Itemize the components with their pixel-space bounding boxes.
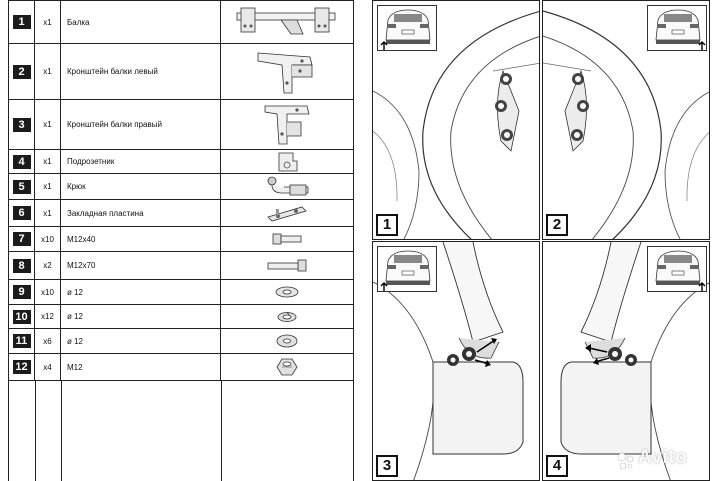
step-panel-3: 3 [372,241,540,481]
part-number: 7 [12,232,31,246]
part-name: Кронштейн балки правый [61,100,221,149]
right-bracket-icon [264,105,310,144]
part-number: 6 [12,206,31,220]
part-name: Кронштейн балки левый [61,44,221,99]
parts-row: 7 x10 M12x40 [9,227,353,252]
part-number: 1 [12,15,31,29]
part-quantity: x1 [35,200,61,226]
table-empty-area [9,381,353,481]
part-number: 3 [12,117,31,132]
parts-row: 2 x1 Кронштейн балки левый [9,44,353,100]
part-number: 2 [12,64,31,79]
step-mudflap-left-icon [373,242,524,480]
part-name: Балка [61,1,221,43]
spring-washer-icon [277,311,297,322]
parts-row: 1 x1 Балка [9,0,353,44]
part-number: 8 [12,258,31,273]
part-quantity: x10 [35,280,61,304]
part-quantity: x2 [35,252,61,279]
step-mudflap-right-icon [560,242,709,480]
step-number: 3 [376,455,398,477]
car-rear-thumbnail [377,5,437,51]
tow-ball-hook-icon [267,176,309,195]
part-quantity: x1 [35,44,61,99]
part-name: Подрозетник [61,150,221,173]
avito-watermark: Avito [638,447,688,468]
part-name: ø 12 [61,280,221,304]
part-quantity: x1 [35,150,61,173]
installation-steps: 1 2 [372,0,712,481]
car-rear-icon [655,250,706,291]
car-rear-thumbnail [647,246,707,292]
left-bracket-icon [257,52,313,93]
part-name: M12x40 [61,227,221,251]
step-number: 1 [376,214,398,236]
socket-bracket-icon [278,152,298,171]
bolt-long-icon [267,259,307,271]
part-quantity: x10 [35,227,61,251]
parts-row: 4 x1 Подрозетник [9,150,353,174]
part-quantity: x4 [35,354,61,380]
part-quantity: x12 [35,305,61,328]
parts-row: 10 x12 ø 12 [9,305,353,329]
parts-table: 1 x1 Балка 2 x1 Кронштейн балки левый [8,0,354,481]
part-name: M12x70 [61,252,221,279]
tow-beam-icon [236,7,336,35]
part-number: 10 [12,309,31,324]
car-rear-icon [380,9,431,50]
part-name: ø 12 [61,329,221,353]
part-quantity: x1 [35,100,61,149]
part-name: ø 12 [61,305,221,328]
parts-row: 12 x4 M12 [9,354,353,381]
parts-row: 3 x1 Кронштейн балки правый [9,100,353,150]
part-name: Закладная пластина [61,200,221,226]
step-remove-liner-left-icon [373,10,539,239]
part-name: M12 [61,354,221,380]
car-rear-thumbnail [377,246,437,292]
parts-row: 11 x6 ø 12 [9,329,353,354]
flat-washer-icon [275,286,299,298]
step-number: 2 [546,214,568,236]
part-number: 4 [12,154,31,169]
car-rear-icon [655,9,706,50]
part-name: Крюк [61,174,221,199]
step-panel-1: 1 [372,0,540,240]
part-number: 12 [12,360,31,374]
parts-row: 5 x1 Крюк [9,174,353,200]
part-number: 11 [12,334,31,348]
part-number: 5 [12,179,31,194]
part-quantity: x6 [35,329,61,353]
parts-row: 9 x10 ø 12 [9,280,353,305]
part-quantity: x1 [35,174,61,199]
hex-nut-icon [276,358,298,376]
parts-row: 8 x2 M12x70 [9,252,353,280]
parts-row: 6 x1 Закладная пластина [9,200,353,227]
car-rear-thumbnail [647,5,707,51]
step-remove-liner-right-icon [543,10,709,239]
avito-logo-icon [617,452,634,470]
bolt-short-icon [272,233,302,245]
step-panel-2: 2 [542,0,710,240]
part-number: 9 [12,285,31,299]
step-panel-4: 4 [542,241,710,481]
large-washer-icon [276,334,298,348]
car-rear-icon [380,250,431,291]
embedded-plate-icon [267,206,307,222]
part-quantity: x1 [35,1,61,43]
step-number: 4 [546,455,568,477]
